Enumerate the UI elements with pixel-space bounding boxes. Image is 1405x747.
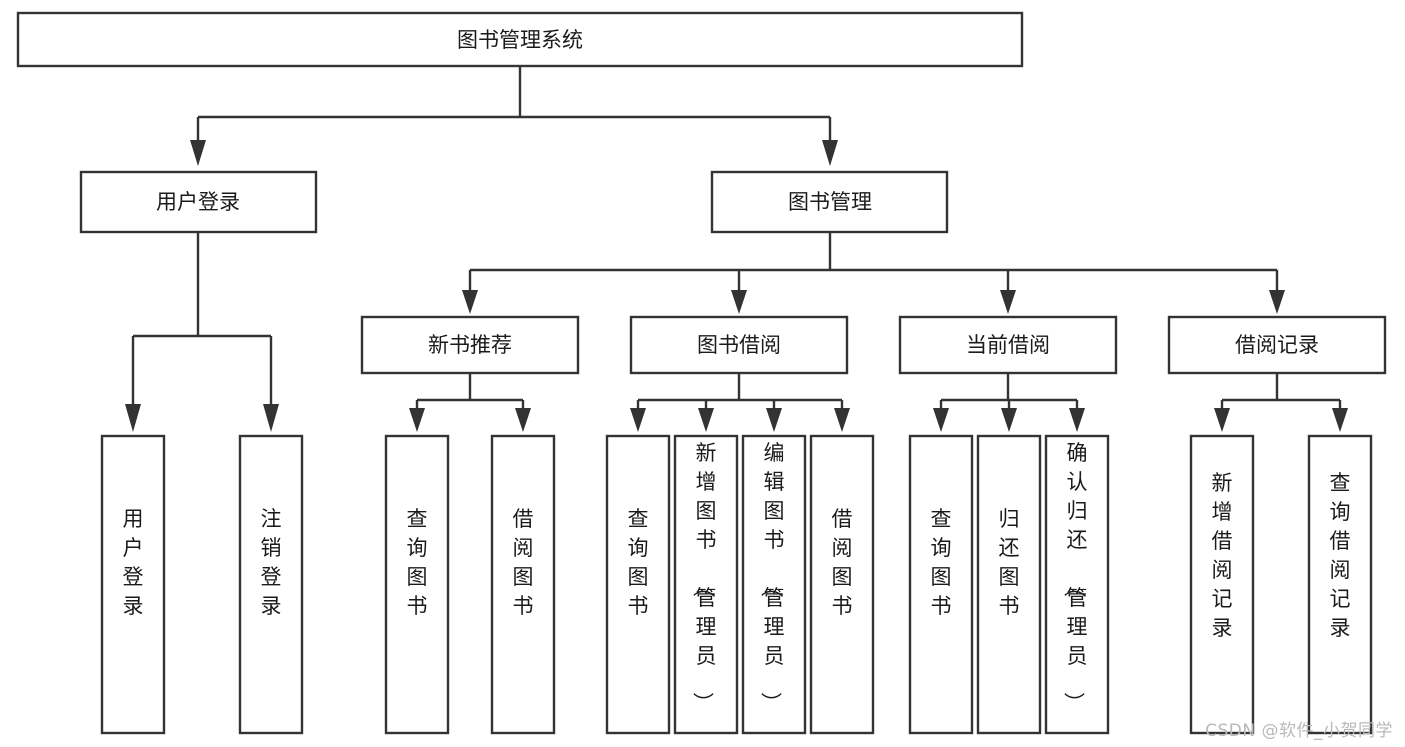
leaf-user-login-logout[interactable]: 注销登录 [238, 434, 304, 735]
book-borrow-box [629, 315, 849, 375]
leaf-box [741, 434, 807, 735]
leaf-label: 查询借阅记录 [1330, 471, 1351, 640]
book-management-label: 图书管理 [788, 190, 872, 214]
user-login-box [79, 170, 318, 234]
arrow-nb-leaf-2 [515, 408, 531, 432]
leaf-label: 借阅图书 [513, 507, 534, 618]
user-login-label: 用户登录 [156, 190, 240, 214]
leaf-label: 查询图书 [407, 507, 428, 618]
leaf-book-borrow-edit-book-admin[interactable]: 编辑图书（管理员） [741, 434, 807, 735]
leaf-user-login-login[interactable]: 用户登录 [100, 434, 166, 735]
leaf-box [384, 434, 450, 735]
node-new-book-recommend[interactable]: 新书推荐 [360, 315, 580, 375]
leaf-label: 注销登录 [261, 507, 282, 618]
root-label: 图书管理系统 [457, 28, 583, 52]
arrow-br-leaf-2 [1332, 408, 1348, 432]
new-book-recommend-box [360, 315, 580, 375]
leaf-borrow-record-query-record[interactable]: 查询借阅记录 [1307, 434, 1373, 735]
leaf-box [238, 434, 304, 735]
leaf-book-borrow-borrow-book[interactable]: 借阅图书 [809, 434, 875, 735]
root-box [16, 11, 1024, 68]
leaf-box [1189, 434, 1255, 735]
book-borrow-label: 图书借阅 [697, 333, 781, 357]
node-root-book-management-system[interactable]: 图书管理系统 [16, 11, 1024, 68]
arrow-bb-leaf-2 [698, 408, 714, 432]
leaf-box [976, 434, 1042, 735]
leaf-label: 归还图书 [999, 507, 1020, 618]
leaf-label: 借阅图书 [832, 507, 853, 618]
arrow-bb-leaf-1 [630, 408, 646, 432]
leaf-box [1044, 434, 1110, 735]
leaf-label: 确认归还（管理员） [1062, 441, 1088, 713]
leaf-box [1307, 434, 1373, 735]
leaf-box [100, 434, 166, 735]
arrow-cb-leaf-3 [1069, 408, 1085, 432]
connectors-group [125, 66, 1348, 432]
arrow-bb-leaf-3 [766, 408, 782, 432]
arrow-bm-to-borrow-record [1269, 290, 1285, 314]
leaf-box [908, 434, 974, 735]
arrow-cb-leaf-2 [1001, 408, 1017, 432]
leaf-new-book-query-book[interactable]: 查询图书 [384, 434, 450, 735]
leaf-current-borrow-query-book[interactable]: 查询图书 [908, 434, 974, 735]
node-user-login[interactable]: 用户登录 [79, 170, 318, 234]
arrow-cb-leaf-1 [933, 408, 949, 432]
current-borrow-label: 当前借阅 [966, 333, 1050, 357]
arrow-root-to-user-login [190, 140, 206, 166]
node-current-borrow[interactable]: 当前借阅 [898, 315, 1118, 375]
leaf-box [605, 434, 671, 735]
leaf-box [673, 434, 739, 735]
node-borrow-record[interactable]: 借阅记录 [1167, 315, 1387, 375]
leaf-label: 用户登录 [123, 507, 144, 618]
leaf-book-borrow-query-book[interactable]: 查询图书 [605, 434, 671, 735]
arrow-user-login-leaf-1 [125, 404, 141, 432]
leaf-new-book-borrow-book[interactable]: 借阅图书 [490, 434, 556, 735]
leaf-label: 查询图书 [628, 507, 649, 618]
leaf-current-borrow-return-book[interactable]: 归还图书 [976, 434, 1042, 735]
leaf-current-borrow-confirm-return-admin[interactable]: 确认归还（管理员） [1044, 434, 1110, 735]
leaf-label: 编辑图书（管理员） [759, 441, 785, 713]
leaf-box [490, 434, 556, 735]
leaf-book-borrow-add-book-admin[interactable]: 新增图书（管理员） [673, 434, 739, 735]
leaf-label: 查询图书 [931, 507, 952, 618]
arrow-user-login-leaf-2 [263, 404, 279, 432]
node-book-management[interactable]: 图书管理 [710, 170, 949, 234]
node-book-borrow[interactable]: 图书借阅 [629, 315, 849, 375]
csdn-watermark: CSDN @软件_小贺同学 [1205, 721, 1393, 741]
leaf-borrow-record-add-record[interactable]: 新增借阅记录 [1189, 434, 1255, 735]
leaf-box [809, 434, 875, 735]
leaf-label: 新增图书（管理员） [691, 441, 717, 713]
arrow-bm-to-current-borrow [1000, 290, 1016, 314]
borrow-record-box [1167, 315, 1387, 375]
new-book-recommend-label: 新书推荐 [428, 333, 512, 357]
current-borrow-box [898, 315, 1118, 375]
arrow-nb-leaf-1 [409, 408, 425, 432]
leaf-label: 新增借阅记录 [1212, 471, 1233, 640]
arrow-bm-to-new-book [462, 290, 478, 314]
borrow-record-label: 借阅记录 [1235, 333, 1319, 357]
arrow-br-leaf-1 [1214, 408, 1230, 432]
arrow-bm-to-book-borrow [731, 290, 747, 314]
book-management-box [710, 170, 949, 234]
arrow-root-to-book-mgmt [822, 140, 838, 166]
arrow-bb-leaf-4 [834, 408, 850, 432]
